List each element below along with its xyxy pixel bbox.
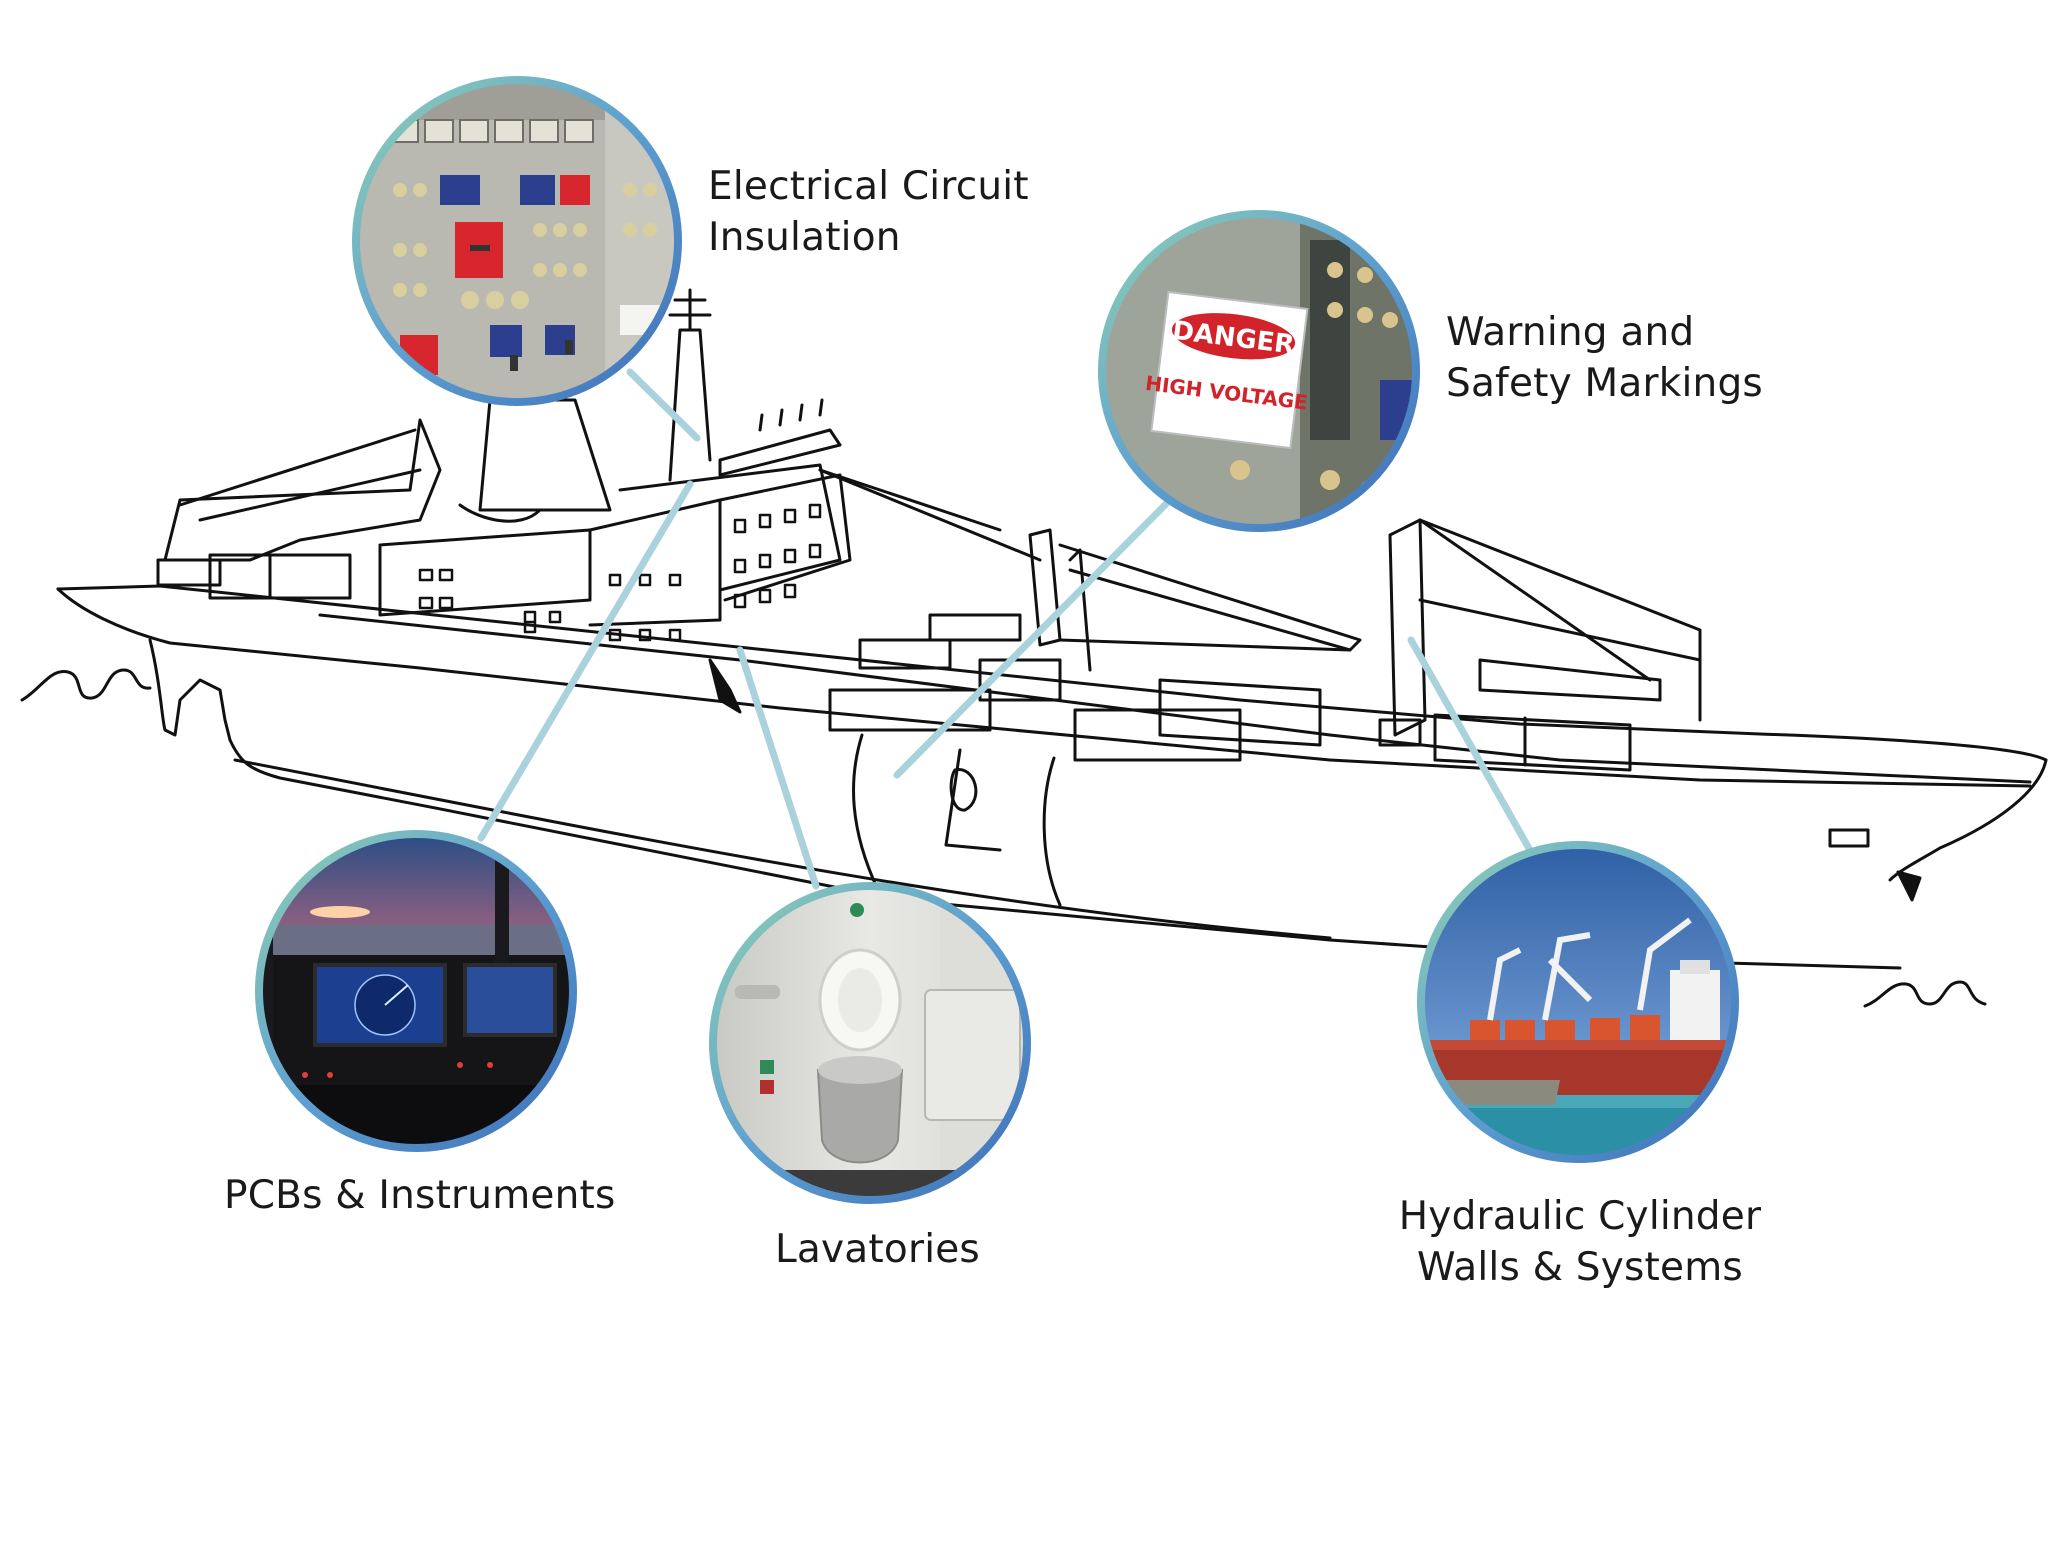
label-warning-line1: Warning and (1446, 310, 1695, 355)
label-electrical: Electrical Circuit Insulation (708, 161, 1029, 263)
bridge-instruments-photo (255, 830, 577, 1152)
danger-sign-photo: DANGER HIGH VOLTAGE (1098, 210, 1420, 532)
leader-pcbs (477, 480, 694, 842)
cargo-ship-cranes-photo (1417, 841, 1739, 1163)
hull-stern (148, 638, 232, 742)
leader-lines (477, 368, 1535, 890)
wave-right (1863, 980, 1987, 1008)
label-hydraulic-line2: Walls & Systems (1417, 1245, 1743, 1290)
label-hydraulic: Hydraulic Cylinder Walls & Systems (1395, 1191, 1765, 1293)
mast (668, 328, 712, 482)
label-warning: Warning and Safety Markings (1446, 307, 1763, 409)
label-lavatories: Lavatories (775, 1224, 980, 1275)
bow-mark (1828, 828, 1870, 848)
anchor-dark (1896, 870, 1922, 902)
leader-electrical (626, 368, 701, 442)
label-pcbs-line1: PCBs & Instruments (224, 1173, 616, 1218)
fore-crane (1388, 518, 1427, 737)
bridge-block (378, 528, 592, 617)
control-panel-photo (352, 76, 682, 406)
funnel (478, 398, 612, 512)
label-electrical-line1: Electrical Circuit (708, 164, 1029, 209)
aft-crane (163, 418, 442, 562)
label-warning-line2: Safety Markings (1446, 361, 1763, 406)
hull-bow (1888, 758, 2048, 882)
label-hydraulic-line1: Hydraulic Cylinder (1398, 1194, 1762, 1239)
leader-warning (893, 499, 1171, 779)
toilet-photo (709, 882, 1031, 1204)
leader-lavatories (736, 646, 820, 890)
label-electrical-line2: Insulation (708, 215, 901, 260)
label-lavatories-line1: Lavatories (775, 1227, 980, 1272)
hull-deck-line (56, 584, 2048, 762)
leader-hydraulic (1407, 636, 1535, 856)
wave-left (20, 668, 152, 702)
label-pcbs: PCBs & Instruments (224, 1170, 616, 1221)
stern-dark (708, 658, 742, 714)
hull-waterline (233, 758, 1332, 940)
hull-stripe (318, 613, 2032, 784)
